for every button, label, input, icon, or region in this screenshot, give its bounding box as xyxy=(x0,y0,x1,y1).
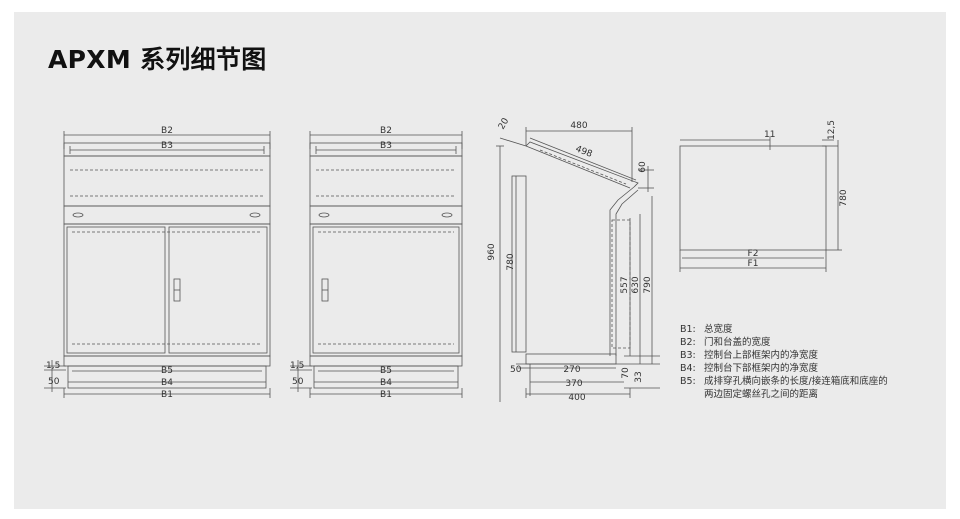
pv-11-label: 11 xyxy=(764,130,775,140)
legend-key: B3: xyxy=(680,350,696,361)
fv2-15-label: 1,5 xyxy=(290,361,304,371)
legend-row: B5: 成排穿孔横向嵌条的长度/接连箱底和底座的 xyxy=(680,375,888,388)
sv-630-label: 630 xyxy=(631,276,641,293)
fv2-b2-label: B2 xyxy=(380,126,392,136)
fv1-b2-label: B2 xyxy=(161,126,173,136)
legend-row: B1: 总宽度 xyxy=(680,323,888,336)
side-view xyxy=(496,127,660,402)
sv-60-label: 60 xyxy=(638,161,648,173)
fv1-15-label: 1,5 xyxy=(46,361,60,371)
legend-text: 控制台下部框架内的净宽度 xyxy=(704,363,819,374)
sv-50-label: 50 xyxy=(510,365,522,375)
fv1-b3-label: B3 xyxy=(161,141,173,151)
legend-text: 两边固定螺丝孔之间的距离 xyxy=(704,389,819,400)
sv-780-label: 780 xyxy=(506,253,516,270)
pv-f2-label: F2 xyxy=(748,249,759,259)
sv-557-label: 557 xyxy=(620,276,630,293)
fv1-b1-label: B1 xyxy=(161,390,173,400)
legend-text: 成排穿孔横向嵌条的长度/接连箱底和底座的 xyxy=(704,376,888,387)
plate-view xyxy=(679,136,842,272)
legend-row: 两边固定螺丝孔之间的距离 xyxy=(680,388,888,401)
front-view-left xyxy=(44,131,271,398)
fv2-b1-label: B1 xyxy=(380,390,392,400)
pv-125-label: 12,5 xyxy=(827,120,837,140)
sv-270-label: 270 xyxy=(563,365,580,375)
fv2-50-label: 50 xyxy=(292,377,304,387)
sv-33-label: 33 xyxy=(634,371,644,382)
legend-text: 总宽度 xyxy=(704,324,733,335)
sv-480-label: 480 xyxy=(570,121,587,131)
legend-key xyxy=(680,388,704,401)
legend-text: 控制台上部框架内的净宽度 xyxy=(704,350,819,361)
front-view-right xyxy=(290,131,463,398)
sv-70-label: 70 xyxy=(621,367,631,379)
fv1-b5-label: B5 xyxy=(161,366,173,376)
sv-498-label: 498 xyxy=(574,144,594,160)
page-title: APXM 系列细节图 xyxy=(48,45,267,74)
legend-key: B4: xyxy=(680,363,696,374)
sv-370-label: 370 xyxy=(565,379,582,389)
fv1-b4-label: B4 xyxy=(161,378,173,388)
legend-text: 门和台盖的宽度 xyxy=(704,337,771,348)
legend-key: B1: xyxy=(680,324,696,335)
legend-row: B3: 控制台上部框架内的净宽度 xyxy=(680,349,888,362)
sv-960-label: 960 xyxy=(487,243,497,260)
fv2-b4-label: B4 xyxy=(380,378,392,388)
fv2-b5-label: B5 xyxy=(380,366,392,376)
legend-key: B2: xyxy=(680,337,696,348)
pv-780-label: 780 xyxy=(839,189,849,206)
sv-790-label: 790 xyxy=(643,276,653,293)
sv-400-label: 400 xyxy=(568,393,585,403)
legend-row: B2: 门和台盖的宽度 xyxy=(680,336,888,349)
fv1-50-label: 50 xyxy=(48,377,60,387)
legend-key: B5: xyxy=(680,376,696,387)
pv-f1-label: F1 xyxy=(748,259,759,269)
fv2-b3-label: B3 xyxy=(380,141,392,151)
legend: B1: 总宽度 B2: 门和台盖的宽度 B3: 控制台上部框架内的净宽度 B4: 控制台… xyxy=(680,323,888,401)
sv-20-label: 20 xyxy=(497,116,512,131)
legend-row: B4: 控制台下部框架内的净宽度 xyxy=(680,362,888,375)
